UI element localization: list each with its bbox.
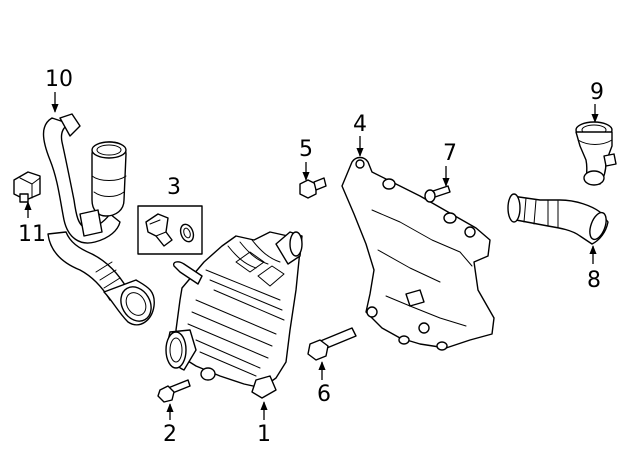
callout-11: 11 [18, 222, 46, 247]
bolt-part-6[interactable] [307, 327, 357, 361]
bolt-part-2[interactable] [157, 379, 191, 403]
callout-2: 2 [163, 422, 177, 447]
bolt-part-7[interactable] [424, 185, 451, 203]
callout-1: 1 [257, 422, 271, 447]
callout-4: 4 [353, 112, 367, 137]
callout-7: 7 [443, 141, 457, 166]
intercooler-part[interactable] [165, 231, 303, 399]
callout-9: 9 [590, 80, 604, 105]
bracket-part[interactable] [341, 156, 495, 351]
callout-3: 3 [167, 175, 181, 200]
callout-6: 6 [317, 382, 331, 407]
sensor-kit-part[interactable] [137, 205, 203, 255]
callout-8: 8 [587, 268, 601, 293]
callout-5: 5 [299, 137, 313, 162]
connector-pipe-part[interactable] [575, 121, 617, 186]
sensor-part[interactable] [13, 171, 41, 203]
outlet-hose-part[interactable] [507, 193, 609, 245]
callout-10: 10 [45, 67, 73, 92]
intake-hose-part[interactable] [42, 113, 158, 327]
bolt-part-5[interactable] [299, 177, 327, 199]
